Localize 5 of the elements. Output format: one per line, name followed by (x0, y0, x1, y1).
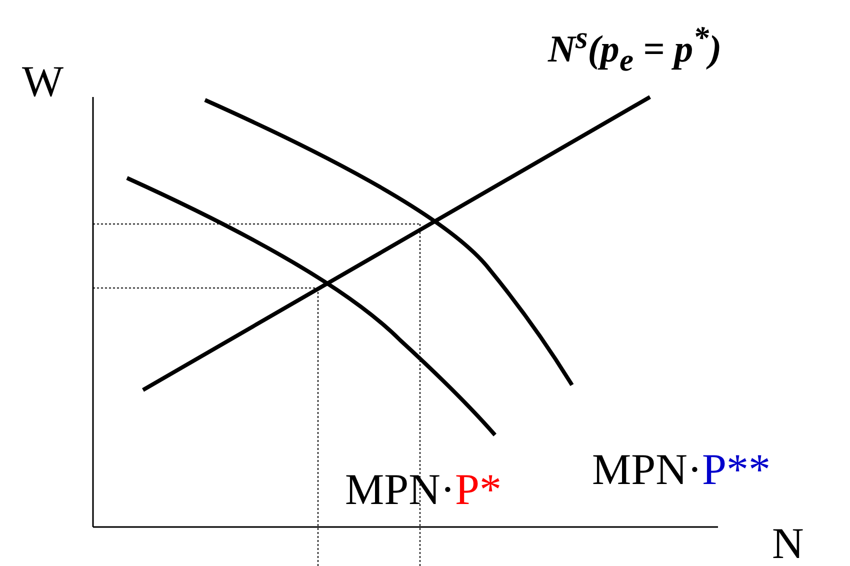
curve-label: N$^{s}$(p$_{e}$ = p$^{*}$) (548, 22, 722, 76)
curve-label: MPN·P* (345, 468, 502, 512)
axis-label: N (772, 522, 804, 566)
curve-label: MPN·P** (592, 448, 771, 492)
axis-label: W (22, 60, 64, 104)
